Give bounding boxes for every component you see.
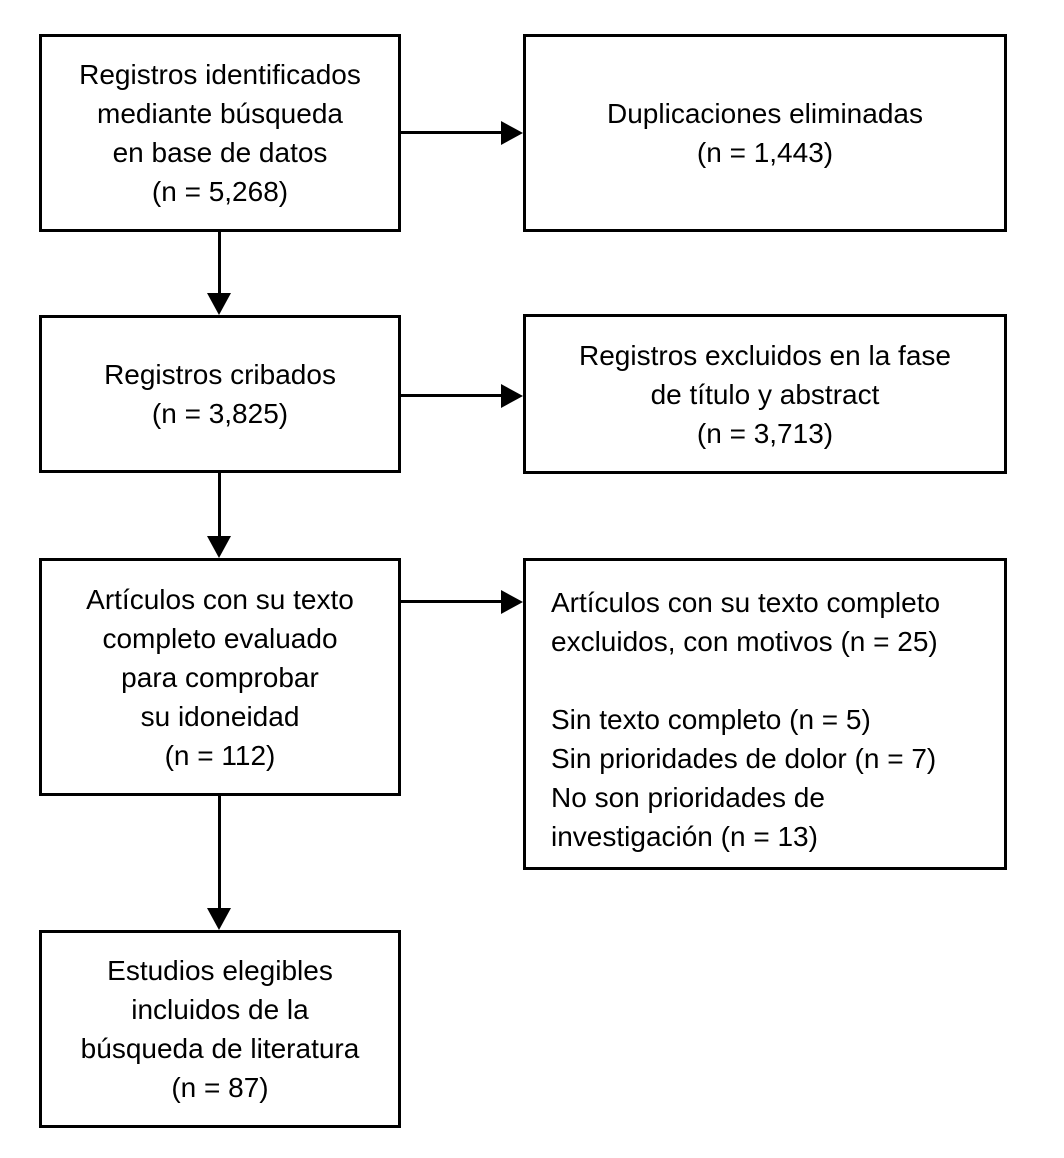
box-duplicates-removed: Duplicaciones eliminadas (n = 1,443) [523, 34, 1007, 232]
box-excluded-fulltext-reasons: Artículos con su texto completo excluido… [523, 558, 1007, 870]
box-count-line: (n = 5,268) [151, 176, 289, 207]
box-count-line: (n = 1,443) [696, 137, 834, 168]
box-reason-line: investigación (n = 13) [551, 821, 818, 852]
box-text-line: Registros identificados [79, 59, 361, 90]
box-text-line: Duplicaciones eliminadas [607, 98, 923, 129]
box-count-line: (n = 87) [171, 1072, 269, 1103]
box-records-identified: Registros identificados mediante búsqued… [39, 34, 401, 232]
arrowhead-right-icon [501, 590, 523, 614]
box-text-line: de título y abstract [650, 378, 880, 410]
box-fulltext-assessed: Artículos con su texto completo evaluado… [39, 558, 401, 796]
box-text-line: Estudios elegibles [107, 955, 333, 986]
arrow-screened-to-excluded-title [400, 394, 503, 397]
box-text-line: excluidos, con motivos (n = 25) [551, 626, 938, 657]
arrow-screened-to-fulltext [218, 473, 221, 538]
box-text-line: búsqueda de literatura [80, 1033, 360, 1064]
box-reason-line: Sin prioridades de dolor (n = 7) [551, 743, 937, 774]
box-text-line: Artículos con su texto completo [551, 587, 941, 618]
arrowhead-down-icon [207, 536, 231, 558]
arrow-fulltext-to-excluded-fulltext [400, 600, 503, 603]
box-text-line: para comprobar [121, 661, 319, 693]
arrowhead-right-icon [501, 121, 523, 145]
box-studies-included: Estudios elegibles incluidos de la búsqu… [39, 930, 401, 1128]
box-count-line: (n = 3,713) [696, 417, 834, 449]
arrow-identified-to-screened [218, 231, 221, 295]
box-reason-line: Sin texto completo (n = 5) [551, 704, 871, 735]
box-text-line: en base de datos [112, 137, 328, 168]
box-text-line: su idoneidad [140, 700, 300, 732]
box-excluded-title-abstract: Registros excluidos en la fase de título… [523, 314, 1007, 474]
arrow-identified-to-duplicates [400, 131, 503, 134]
arrowhead-right-icon [501, 384, 523, 408]
box-count-line: (n = 3,825) [151, 398, 289, 429]
arrowhead-down-icon [207, 908, 231, 930]
box-text-line: Artículos con su texto [86, 583, 354, 615]
box-count-line: (n = 112) [164, 739, 276, 771]
box-text-line: mediante búsqueda [97, 98, 343, 129]
box-text-line: Registros cribados [104, 359, 336, 390]
box-text-line: incluidos de la [131, 994, 309, 1025]
box-reason-line: No son prioridades de [551, 782, 825, 813]
box-text-line: Registros excluidos en la fase [579, 339, 951, 371]
arrow-fulltext-to-included [218, 795, 221, 910]
box-text-line: completo evaluado [102, 622, 338, 654]
arrowhead-down-icon [207, 293, 231, 315]
box-records-screened: Registros cribados (n = 3,825) [39, 315, 401, 473]
